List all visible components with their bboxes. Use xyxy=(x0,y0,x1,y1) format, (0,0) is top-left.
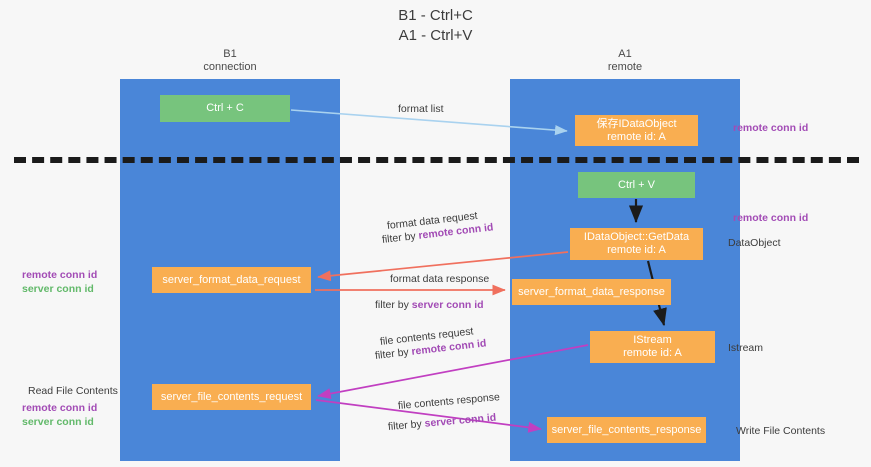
node-idataobject-getdata-line1: IDataObject::GetData xyxy=(583,231,690,243)
label-format-data-response: format data response xyxy=(390,273,490,285)
label-left-conn-ids-bottom: remote conn id server conn id xyxy=(22,401,97,429)
label-left-conn-ids-top: remote conn id server conn id xyxy=(22,268,97,296)
node-istream[interactable]: IStream remote id: A xyxy=(590,331,715,363)
left-server-conn-id-2: server conn id xyxy=(22,416,94,428)
node-idataobject-getdata-line2: remote id: A xyxy=(607,244,666,256)
node-server-file-contents-request[interactable]: server_file_contents_request xyxy=(152,384,311,410)
label-istream: Istream xyxy=(728,342,764,354)
swimlane-header-a1: A1 remote xyxy=(510,48,740,74)
node-save-idataobject-line2: remote id: A xyxy=(607,130,666,143)
node-server-format-data-response-label: server_format_data_response xyxy=(518,285,665,298)
label-read-file-contents: Read File Contents xyxy=(28,385,118,397)
swimlane-header-b1: B1 connection xyxy=(120,48,340,74)
node-save-idataobject-line1: 保存IDataObject xyxy=(596,117,677,130)
swimlane-b1-name: B1 xyxy=(223,48,237,60)
server-conn-id-text-2: server conn id xyxy=(424,411,497,430)
page-title: B1 - Ctrl+C A1 - Ctrl+V xyxy=(0,6,871,46)
node-istream-line1: IStream xyxy=(633,334,672,346)
node-ctrl-v[interactable]: Ctrl + V xyxy=(578,172,695,198)
left-server-conn-id-1: server conn id xyxy=(22,283,94,295)
left-remote-conn-id-1: remote conn id xyxy=(22,269,98,281)
label-dataobject: DataObject xyxy=(728,237,781,249)
label-filter-by-server-conn-id-1: filter by server conn id xyxy=(375,298,484,312)
node-server-file-contents-response-label: server_file_contents_response xyxy=(551,423,702,436)
server-conn-id-text-1: server conn id xyxy=(411,299,484,311)
swimlane-a1-name: A1 xyxy=(618,48,632,60)
node-idataobject-getdata[interactable]: IDataObject::GetData remote id: A xyxy=(570,228,703,260)
node-server-format-data-request[interactable]: server_format_data_request xyxy=(152,267,311,293)
node-server-file-contents-request-label: server_file_contents_request xyxy=(160,390,303,403)
swimlane-a1-role: remote xyxy=(607,61,643,73)
left-remote-conn-id-2: remote conn id xyxy=(22,402,98,414)
node-istream-line2: remote id: A xyxy=(623,347,682,359)
node-ctrl-v-label: Ctrl + V xyxy=(618,178,655,191)
node-server-format-data-request-label: server_format_data_request xyxy=(162,273,301,286)
filter-by-text-3: filter by xyxy=(374,345,413,362)
label-remote-conn-id-mid: remote conn id xyxy=(733,212,809,224)
label-write-file-contents: Write File Contents xyxy=(736,425,826,437)
title-line-1: B1 - Ctrl+C xyxy=(398,7,473,24)
swimlane-b1-role: connection xyxy=(203,61,257,73)
node-save-idataobject[interactable]: 保存IDataObject remote id: A xyxy=(575,115,698,146)
node-ctrl-c-label: Ctrl + C xyxy=(206,102,244,114)
label-remote-conn-id-top: remote conn id xyxy=(733,122,809,134)
section-divider xyxy=(14,157,859,163)
node-server-file-contents-response[interactable]: server_file_contents_response xyxy=(547,417,706,443)
filter-by-text-1: filter by xyxy=(381,229,420,246)
filter-by-text-4: filter by xyxy=(387,417,426,433)
title-line-2: A1 - Ctrl+V xyxy=(398,27,473,44)
label-format-list: format list xyxy=(398,103,444,115)
node-ctrl-c[interactable]: Ctrl + C xyxy=(160,95,290,122)
label-filter-by-server-conn-id-2: filter by server conn id xyxy=(387,411,496,434)
filter-by-text-2: filter by xyxy=(375,299,412,311)
node-server-format-data-response[interactable]: server_format_data_response xyxy=(512,279,671,305)
label-file-contents-response: file contents response xyxy=(397,391,501,412)
